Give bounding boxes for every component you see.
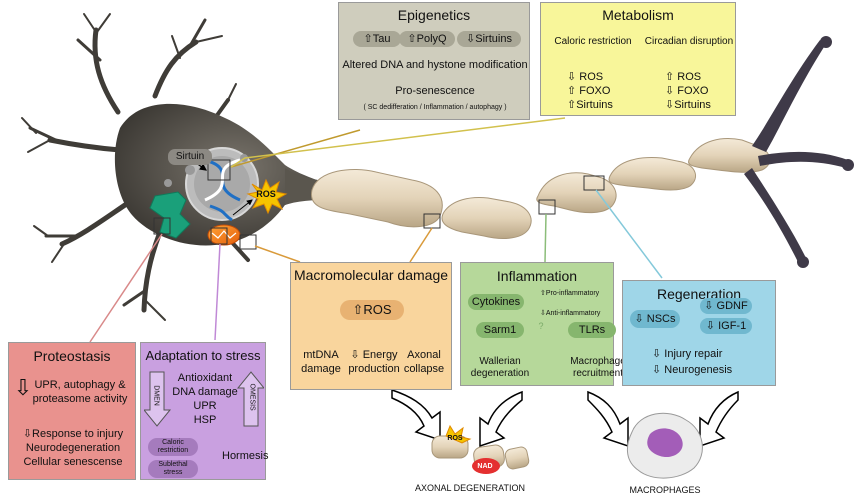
cd-sirtuins: ⇩Sirtuins: [665, 99, 711, 111]
tag-sirtuins: ⇩Sirtuins: [457, 31, 521, 47]
adaptation-left-arrow-text: DMEN: [152, 385, 160, 406]
pro-inflammatory: ⇧Pro-inflammatory: [540, 290, 600, 297]
nad-label: NAD: [477, 463, 493, 470]
proteostasis-title: Proteostasis: [33, 348, 111, 364]
response-to-injury: ⇩Response to injury: [22, 428, 124, 440]
wallerian-degeneration: Wallerian degeneration: [470, 356, 530, 379]
cytokines-pill: Cytokines: [468, 294, 524, 310]
cd-ros-label: ROS: [677, 71, 702, 83]
sublethal-stress-pill: Sublethal stress: [148, 460, 198, 478]
cd-ros: ⇧ ROS: [665, 71, 702, 83]
hsp: HSP: [193, 414, 217, 426]
upr-autophagy: UPR, autophagy & proteasome activity: [32, 379, 128, 405]
epigenetics-line1: Altered DNA and hystone modification: [342, 59, 528, 71]
macromolecular-title: Macromolecular damage: [293, 267, 449, 283]
antioxidant: Antioxidant: [177, 372, 233, 384]
adaptation-right-arrow-text: OMESIS: [248, 383, 256, 411]
neurogenesis: ⇩ Neurogenesis: [652, 364, 733, 376]
axonal-collapse: Axonal collapse: [403, 349, 445, 375]
sirtuin-label: Sirtuin: [168, 149, 212, 165]
caloric-restriction-pill: Caloric restriction: [148, 438, 198, 456]
macromolecular-panel: Macromolecular damage: [290, 262, 452, 390]
igf1-label: IGF-1: [718, 320, 747, 332]
macrophage-recruitment: Macrophage recruitment: [570, 356, 626, 379]
regeneration-title: Regeneration: [656, 286, 742, 302]
epigenetics-line2: Pro-senescence: [395, 85, 475, 97]
adaptation-arrows: [144, 371, 264, 427]
epigenetics-title: Epigenetics: [397, 7, 471, 23]
cr-ros-label: ROS: [579, 71, 604, 83]
mtdna-damage: mtDNA damage: [301, 349, 341, 375]
nscs-pill: ⇩ NSCs: [630, 310, 680, 328]
cr-ros: ⇩ ROS: [567, 71, 604, 83]
adaptation-title: Adaptation to stress: [145, 348, 261, 363]
tlrs-pill: TLRs: [568, 322, 616, 338]
cd-foxo: ⇩ FOXO: [665, 85, 709, 97]
response-to-injury-label: Response to injury: [32, 428, 124, 440]
igf1-pill: ⇩ IGF-1: [700, 318, 752, 334]
macrophages-label: MACROPHAGES: [629, 485, 701, 495]
epigenetics-panel: Epigenetics ⇧Tau ⇧PolyQ ⇩Sirtuins Altere…: [338, 2, 530, 120]
regeneration-panel: [622, 280, 776, 386]
big-down-arrow-icon: ⇩: [13, 375, 33, 400]
inflammation-title: Inflammation: [496, 268, 578, 284]
axon-terminals: [744, 36, 854, 268]
cell-ros-label: ROS: [256, 189, 276, 199]
axonal-degeneration-graphic: [431, 424, 530, 474]
epigenetics-line3: ( SC dedifferation / Inflammation / auto…: [363, 104, 507, 111]
cd-sirtuins-label: Sirtuins: [674, 99, 711, 111]
caloric-restriction-head: Caloric restriction: [554, 36, 632, 47]
circadian-disruption-head: Circadian disruption: [644, 36, 734, 47]
endoplasmic-reticulum: [149, 191, 191, 239]
tag-tau-label: Tau: [372, 33, 391, 45]
question-mark: ?: [538, 321, 544, 331]
metabolism-panel: Metabolism Caloric restriction Circadian…: [540, 2, 736, 116]
energy-production-label: Energy production: [348, 349, 400, 375]
cr-sirtuins: ⇧Sirtuins: [567, 99, 613, 111]
tag-tau: ⇧Tau: [353, 31, 401, 47]
dendrites: [21, 13, 250, 321]
macro-ros-pill: ⇧ROS: [340, 300, 404, 320]
energy-production: ⇩ Energy production: [348, 349, 400, 375]
ros-burst-icon: [246, 178, 288, 215]
hormesis: Hormesis: [222, 450, 269, 462]
bottom-ros-label: ROS: [447, 435, 463, 442]
neurodegeneration: Neurodegeneration: [25, 442, 121, 454]
neurogenesis-label: Neurogenesis: [664, 364, 733, 376]
dna-helix-icon: [204, 158, 241, 222]
tag-sirtuins-label: Sirtuins: [475, 33, 512, 45]
sarm1-pill: Sarm1: [476, 322, 524, 338]
proteostasis-panel: [8, 342, 136, 480]
metabolism-title: Metabolism: [602, 7, 674, 23]
gdnf-label: GDNF: [716, 300, 748, 312]
cr-sirtuins-label: Sirtuins: [576, 99, 613, 111]
gdnf-pill: ⇩ GDNF: [700, 298, 752, 314]
injury-repair-label: Injury repair: [664, 348, 723, 360]
axon: [311, 138, 771, 239]
cr-foxo-label: FOXO: [579, 85, 611, 97]
anti-inflammatory-label: Anti-inflammatory: [545, 310, 601, 317]
anti-inflammatory: ⇩Anti-inflammatory: [540, 310, 601, 317]
dna-damage: DNA damage: [172, 386, 238, 398]
nscs-label: NSCs: [646, 313, 676, 325]
cellular-senescence: Cellular senescense: [23, 456, 123, 468]
macro-ros-label: ROS: [363, 302, 392, 317]
pro-inflammatory-label: Pro-inflammatory: [545, 290, 600, 297]
macrophage-graphic: [627, 412, 703, 479]
upr: UPR: [193, 400, 217, 412]
tag-polyq-label: PolyQ: [416, 33, 447, 45]
tag-polyq: ⇧PolyQ: [399, 31, 455, 47]
cr-foxo: ⇧ FOXO: [567, 85, 611, 97]
injury-repair: ⇩ Injury repair: [652, 348, 723, 360]
cd-foxo-label: FOXO: [677, 85, 709, 97]
axonal-degeneration-label: AXONAL DEGENERATION: [414, 483, 526, 493]
